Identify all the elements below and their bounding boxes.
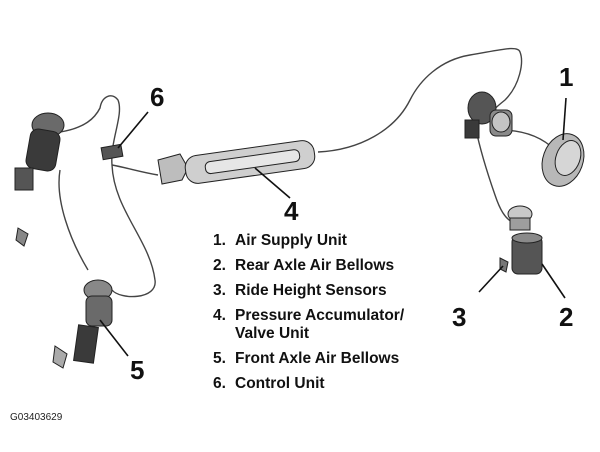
legend-label: Rear Axle Air Bellows bbox=[235, 257, 395, 274]
callout-3: 3 bbox=[452, 302, 467, 332]
legend-item: 3. Ride Height Sensors bbox=[213, 282, 404, 300]
front-axle-bellows-graphic bbox=[52, 279, 113, 369]
leader-line-2 bbox=[541, 263, 566, 299]
air-supply-unit-graphic bbox=[464, 91, 585, 187]
legend-item: 6. Control Unit bbox=[213, 375, 404, 393]
air-line-front-left-upper bbox=[59, 95, 156, 298]
legend-label: Air Supply Unit bbox=[235, 232, 347, 249]
legend-item: 2. Rear Axle Air Bellows bbox=[213, 257, 404, 275]
rear-axle-bellows-graphic bbox=[499, 205, 543, 275]
pressure-accumulator-graphic bbox=[157, 140, 316, 185]
leader-line-5 bbox=[99, 319, 129, 357]
air-line-to-accumulator bbox=[111, 164, 159, 176]
leader-line-6 bbox=[117, 111, 149, 149]
air-line-front-left-lower bbox=[58, 169, 89, 271]
legend-number: 3. bbox=[213, 282, 226, 299]
component-legend: 1. Air Supply Unit 2. Rear Axle Air Bellow… bbox=[213, 232, 404, 400]
callout-2: 2 bbox=[559, 302, 574, 332]
legend-label: Pressure Accumulator/ Valve Unit bbox=[235, 307, 405, 342]
legend-number: 1. bbox=[213, 232, 226, 249]
leader-line-4 bbox=[254, 167, 291, 199]
legend-label: Control Unit bbox=[235, 375, 325, 392]
legend-number: 2. bbox=[213, 257, 226, 274]
callout-5: 5 bbox=[130, 355, 145, 385]
legend-number: 4. bbox=[213, 307, 226, 324]
air-line-accumulator-to-supply bbox=[317, 47, 523, 153]
legend-number: 5. bbox=[213, 350, 226, 367]
figure-id: G03403629 bbox=[10, 412, 63, 423]
callout-1: 1 bbox=[559, 62, 574, 92]
leader-line-3 bbox=[478, 265, 504, 293]
front-left-strut-graphic bbox=[14, 112, 65, 247]
legend-number: 6. bbox=[213, 375, 226, 392]
air-line-supply-to-rear bbox=[474, 124, 513, 223]
legend-item: 4. Pressure Accumulator/ Valve Unit bbox=[213, 307, 404, 343]
leader-line-1 bbox=[562, 97, 567, 141]
callout-6: 6 bbox=[150, 82, 165, 112]
legend-label: Ride Height Sensors bbox=[235, 282, 387, 299]
legend-item: 1. Air Supply Unit bbox=[213, 232, 404, 250]
leader-lines bbox=[99, 97, 567, 357]
legend-label: Front Axle Air Bellows bbox=[235, 350, 400, 367]
legend-item: 5. Front Axle Air Bellows bbox=[213, 350, 404, 368]
control-unit-graphic bbox=[100, 143, 124, 161]
callout-4: 4 bbox=[284, 196, 299, 226]
